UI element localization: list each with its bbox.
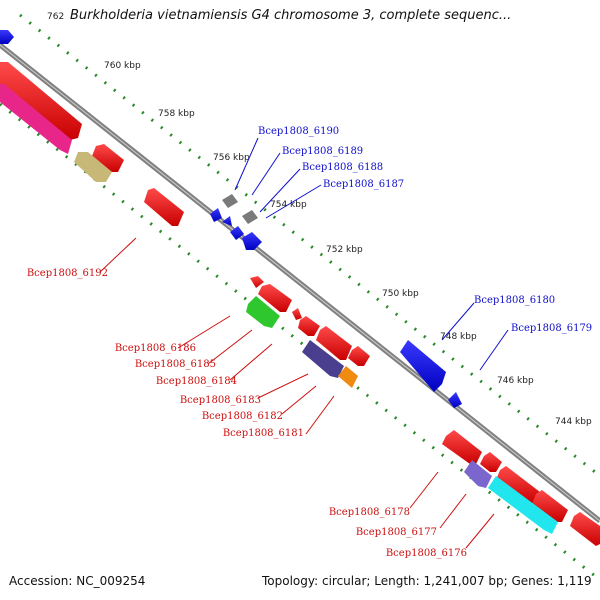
genome-backbone-highlight	[0, 44, 600, 522]
forward-strand-genes	[0, 30, 462, 408]
gene-arrow[interactable]	[0, 30, 14, 44]
outer-tick-track	[19, 13, 600, 478]
reverse-strand-genes	[0, 62, 600, 546]
gene-arrow[interactable]	[400, 340, 446, 392]
gene-arrow[interactable]	[0, 62, 82, 140]
gene-arrow[interactable]	[480, 452, 502, 472]
reverse-gene-labels: Bcep1808_6192 Bcep1808_6186 Bcep1808_618…	[27, 268, 467, 559]
gene-arrow[interactable]	[230, 226, 244, 240]
gene-arrow[interactable]	[242, 210, 258, 224]
tick-label: 746 kbp	[497, 376, 534, 386]
gene-arrow[interactable]	[448, 392, 462, 408]
gene-arrow[interactable]	[298, 316, 320, 336]
gene-arrow[interactable]	[442, 430, 482, 464]
gene-arrow[interactable]	[464, 460, 492, 488]
gene-label[interactable]: Bcep1808_6186	[115, 343, 196, 354]
tick-label: 748 kbp	[440, 332, 477, 342]
gene-arrow[interactable]	[250, 276, 264, 288]
gene-label[interactable]: Bcep1808_6183	[180, 395, 261, 406]
gene-arrow[interactable]	[258, 284, 292, 312]
gene-arrow[interactable]	[496, 466, 540, 504]
tick-label: 760 kbp	[104, 61, 141, 71]
gene-arrow[interactable]	[144, 188, 184, 226]
gene-label[interactable]: Bcep1808_6181	[223, 428, 304, 439]
gene-label[interactable]: Bcep1808_6182	[202, 411, 283, 422]
gene-arrow[interactable]	[74, 152, 112, 182]
accession-text: Accession: NC_009254	[9, 574, 146, 588]
map-title: Burkholderia vietnamiensis G4 chromosome…	[70, 8, 512, 23]
gene-arrow[interactable]	[242, 232, 262, 250]
gene-arrow[interactable]	[348, 346, 370, 366]
forward-gene-labels: Bcep1808_6190 Bcep1808_6189 Bcep1808_618…	[258, 126, 592, 334]
gene-label[interactable]: Bcep1808_6188	[302, 162, 383, 173]
gene-label[interactable]: Bcep1808_6187	[323, 179, 404, 190]
genome-summary-text: Topology: circular; Length: 1,241,007 bp…	[262, 574, 592, 588]
gene-arrow[interactable]	[222, 216, 232, 226]
gene-label[interactable]: Bcep1808_6185	[135, 359, 216, 370]
gene-arrow[interactable]	[316, 326, 352, 360]
gene-label[interactable]: Bcep1808_6178	[329, 507, 410, 518]
tick-label: 750 kbp	[382, 289, 419, 299]
gene-arrow[interactable]	[292, 308, 302, 320]
gene-label[interactable]: Bcep1808_6190	[258, 126, 339, 137]
gene-label[interactable]: Bcep1808_6192	[27, 268, 108, 279]
gene-label[interactable]: Bcep1808_6177	[356, 527, 437, 538]
gene-arrow[interactable]	[92, 144, 124, 172]
gene-label[interactable]: Bcep1808_6179	[511, 323, 592, 334]
tick-label: 744 kbp	[555, 417, 592, 427]
gene-arrow[interactable]	[532, 490, 568, 522]
gene-arrow[interactable]	[210, 208, 222, 222]
gene-label[interactable]: Bcep1808_6176	[386, 548, 467, 559]
tick-label: 752 kbp	[326, 245, 363, 255]
tick-label: 758 kbp	[158, 109, 195, 119]
gene-arrow[interactable]	[338, 366, 358, 388]
forward-label-leaders	[234, 137, 509, 371]
gene-arrow[interactable]	[0, 84, 72, 154]
gene-arrow[interactable]	[302, 340, 344, 378]
gene-arrow[interactable]	[488, 476, 558, 534]
gene-label[interactable]: Bcep1808_6189	[282, 146, 363, 157]
gene-arrow[interactable]	[246, 296, 280, 328]
tick-label: 756 kbp	[213, 153, 250, 163]
gene-label[interactable]: Bcep1808_6184	[156, 376, 237, 387]
gene-label[interactable]: Bcep1808_6180	[474, 295, 555, 306]
reverse-label-leaders	[99, 237, 495, 549]
gene-arrow[interactable]	[570, 512, 600, 546]
top-position-label: 762	[47, 12, 65, 22]
gene-arrow[interactable]	[222, 194, 238, 208]
